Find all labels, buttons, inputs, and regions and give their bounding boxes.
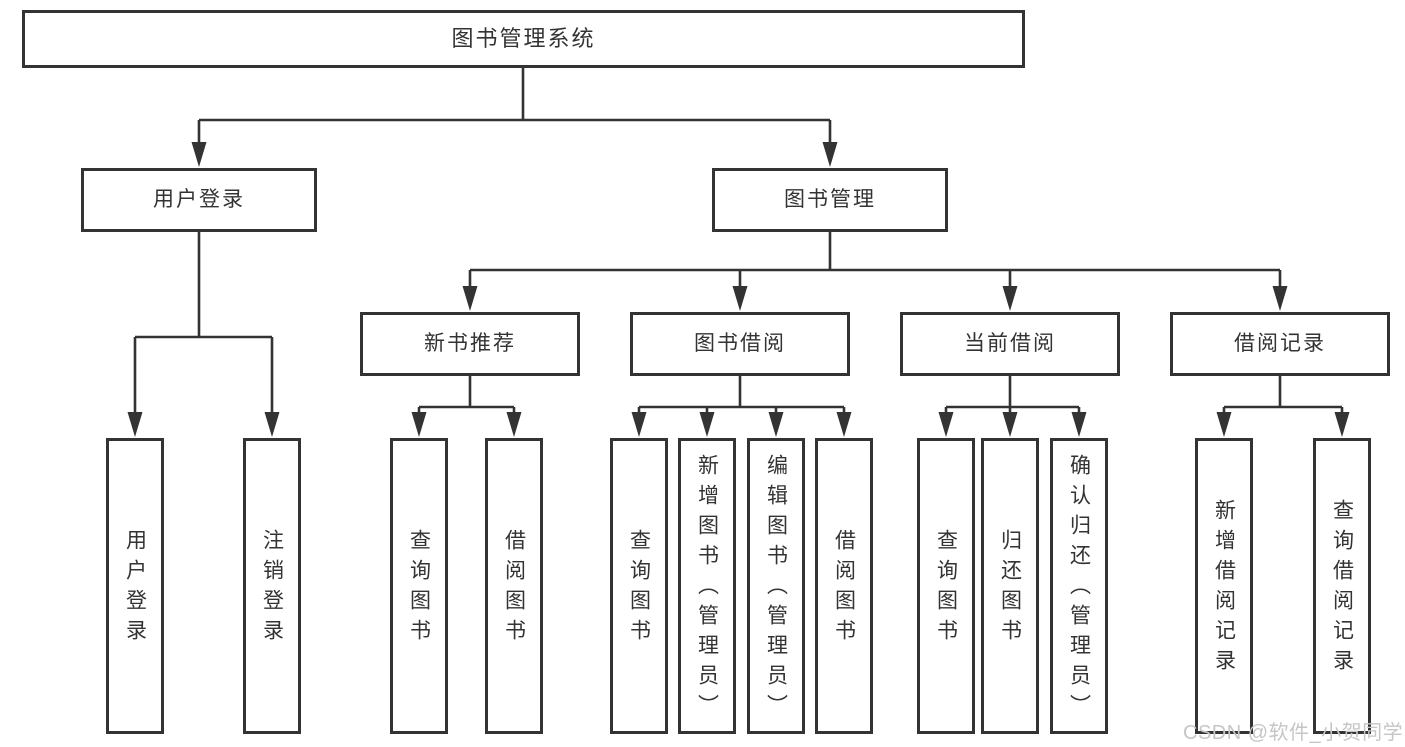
leaf-query-borrow-record: 查询借阅记录 (1313, 438, 1371, 734)
leaf-add-borrow-record: 新增借阅记录 (1195, 438, 1253, 734)
node-book-management: 图书管理 (712, 168, 948, 232)
leaf-query-books-current: 查询图书 (917, 438, 975, 734)
leaf-add-books-admin: 新增图书（管理员） (678, 438, 736, 734)
node-new-book-recommend: 新书推荐 (360, 312, 580, 376)
leaf-borrow-books: 借阅图书 (815, 438, 873, 734)
leaf-return-books: 归还图书 (981, 438, 1039, 734)
leaf-confirm-return-admin: 确认归还（管理员） (1050, 438, 1108, 734)
leaf-borrow-books-recommend: 借阅图书 (485, 438, 543, 734)
leaf-user-login: 用户登录 (106, 438, 164, 734)
node-user-login: 用户登录 (81, 168, 317, 232)
leaf-query-books-recommend: 查询图书 (390, 438, 448, 734)
csdn-watermark: CSDN @软件_小贺同学 (1183, 722, 1404, 744)
leaf-logout: 注销登录 (243, 438, 301, 734)
leaf-query-books-borrow: 查询图书 (610, 438, 668, 734)
node-borrow-records: 借阅记录 (1170, 312, 1390, 376)
leaf-edit-books-admin: 编辑图书（管理员） (747, 438, 805, 734)
node-current-borrow: 当前借阅 (900, 312, 1120, 376)
node-library-management-system: 图书管理系统 (22, 10, 1025, 68)
node-book-borrow: 图书借阅 (630, 312, 850, 376)
